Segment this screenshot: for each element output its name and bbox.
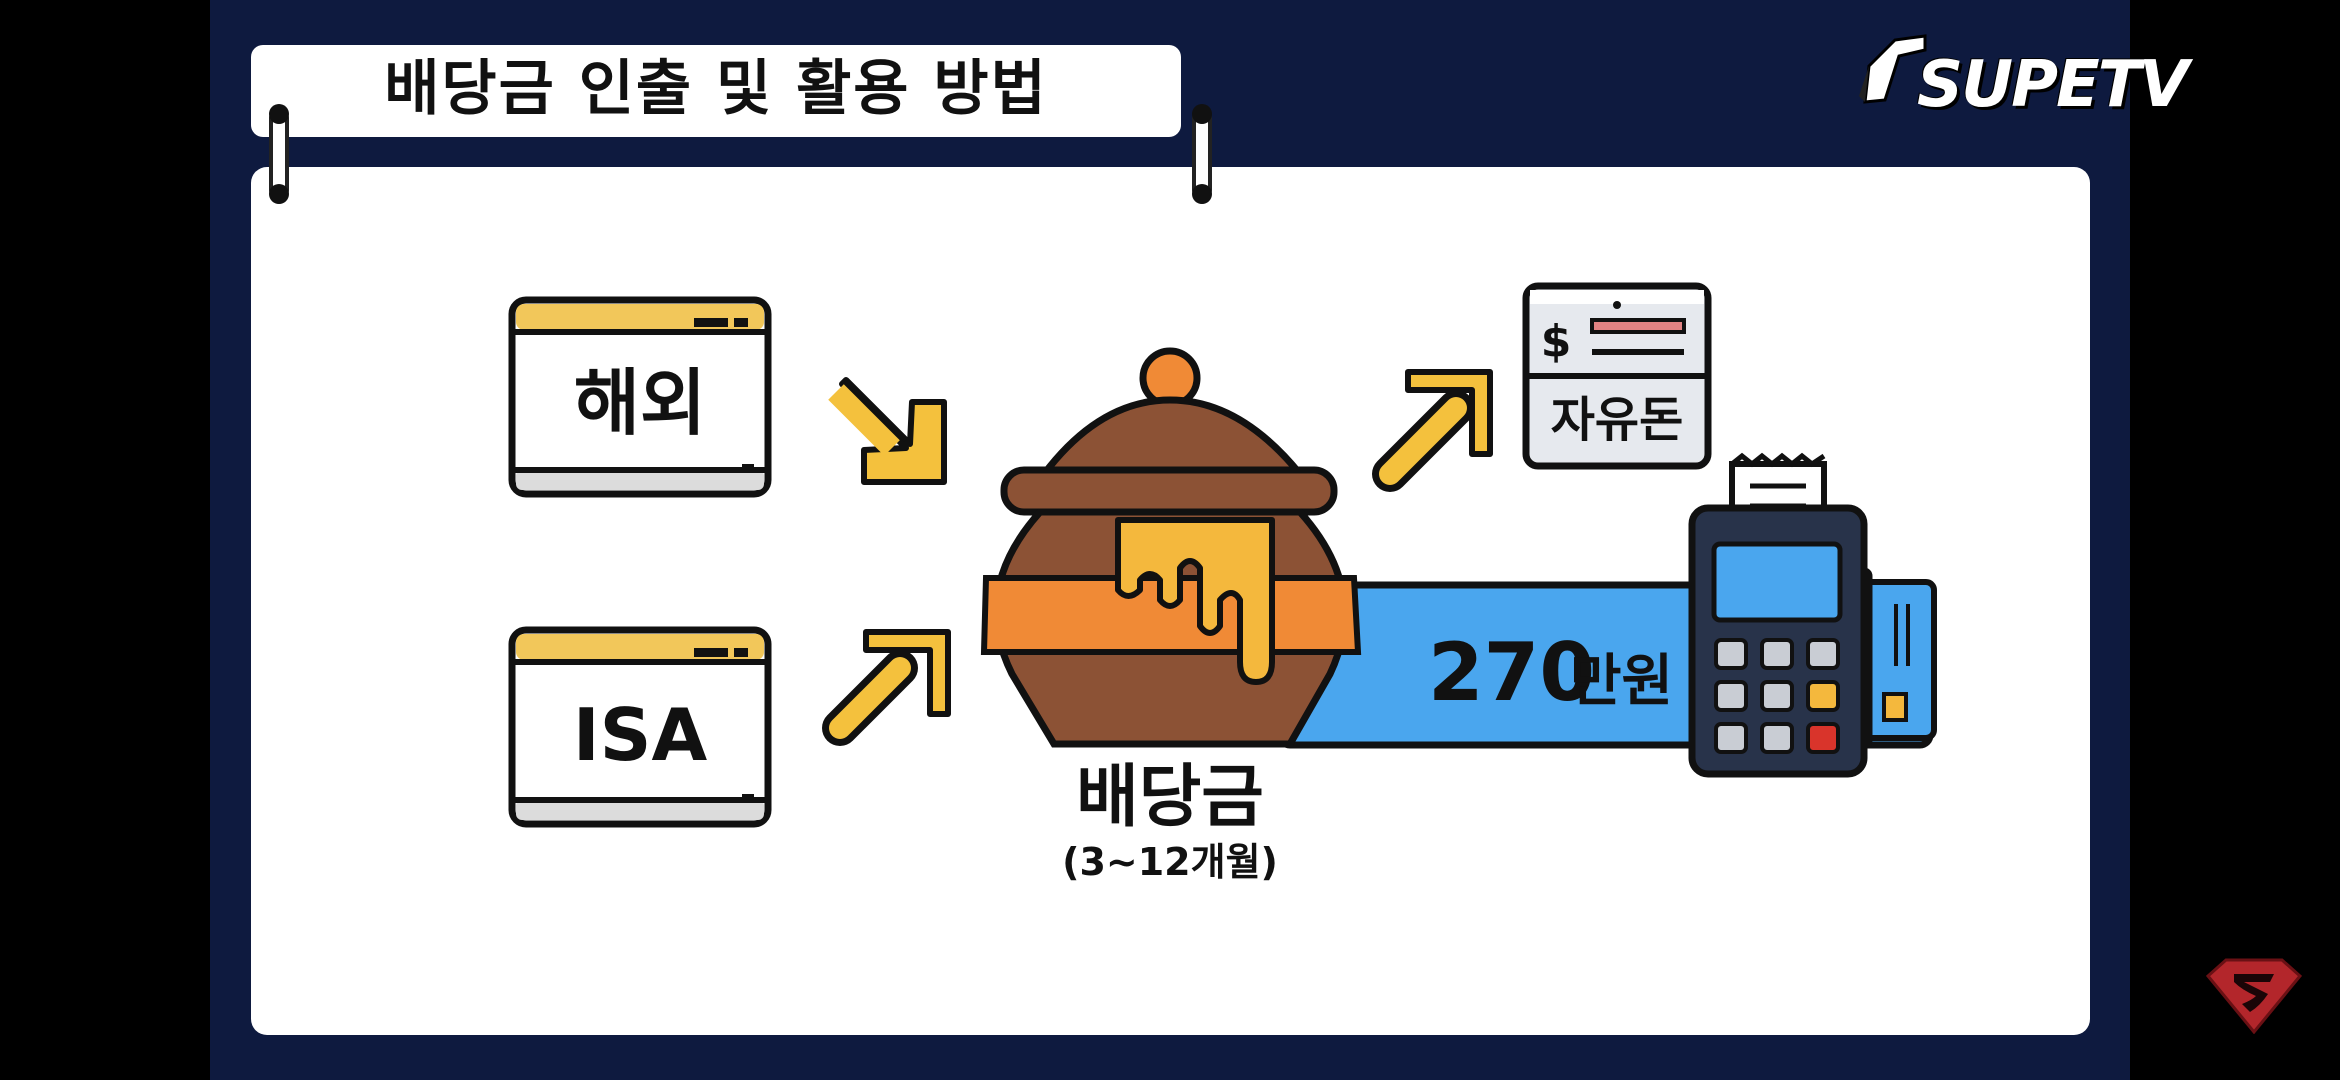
pot-sublabel: (3~12개월) (1062, 840, 1278, 884)
free-money-cheque: $ 자유돈 (1522, 282, 1712, 470)
arrow-down-right-icon (828, 377, 947, 485)
channel-logo-text: SUPETV (1917, 48, 2189, 122)
slide-title: 배당금 인출 및 활용 방법 (384, 54, 1048, 124)
arrow-up-right-icon (1372, 369, 1493, 492)
superman-watermark-icon (2204, 958, 2304, 1035)
card-terminal-icon (1688, 452, 1937, 778)
card-amount-unit: 만원 (1570, 649, 1673, 714)
title-tab: 배당금 인출 및 활용 방법 (251, 45, 1181, 137)
dollar-icon: $ (1541, 316, 1572, 367)
source-box-overseas: 해외 (508, 296, 772, 498)
honey-pot-icon: 배당금 (3~12개월) (980, 347, 1362, 884)
source-label-overseas: 해외 (574, 361, 706, 445)
binder-ring-left-icon (269, 104, 289, 204)
binder-ring-right-icon (1192, 104, 1212, 204)
source-box-isa: ISA (508, 626, 772, 828)
pot-label: 배당금 (1076, 758, 1264, 837)
channel-logo: SUPETV (1855, 26, 2189, 156)
free-money-label: 자유돈 (1551, 392, 1683, 448)
source-label-isa: ISA (573, 693, 708, 777)
card-amount-number: 270 (1428, 626, 1595, 719)
arrow-up-right-icon (822, 629, 951, 746)
